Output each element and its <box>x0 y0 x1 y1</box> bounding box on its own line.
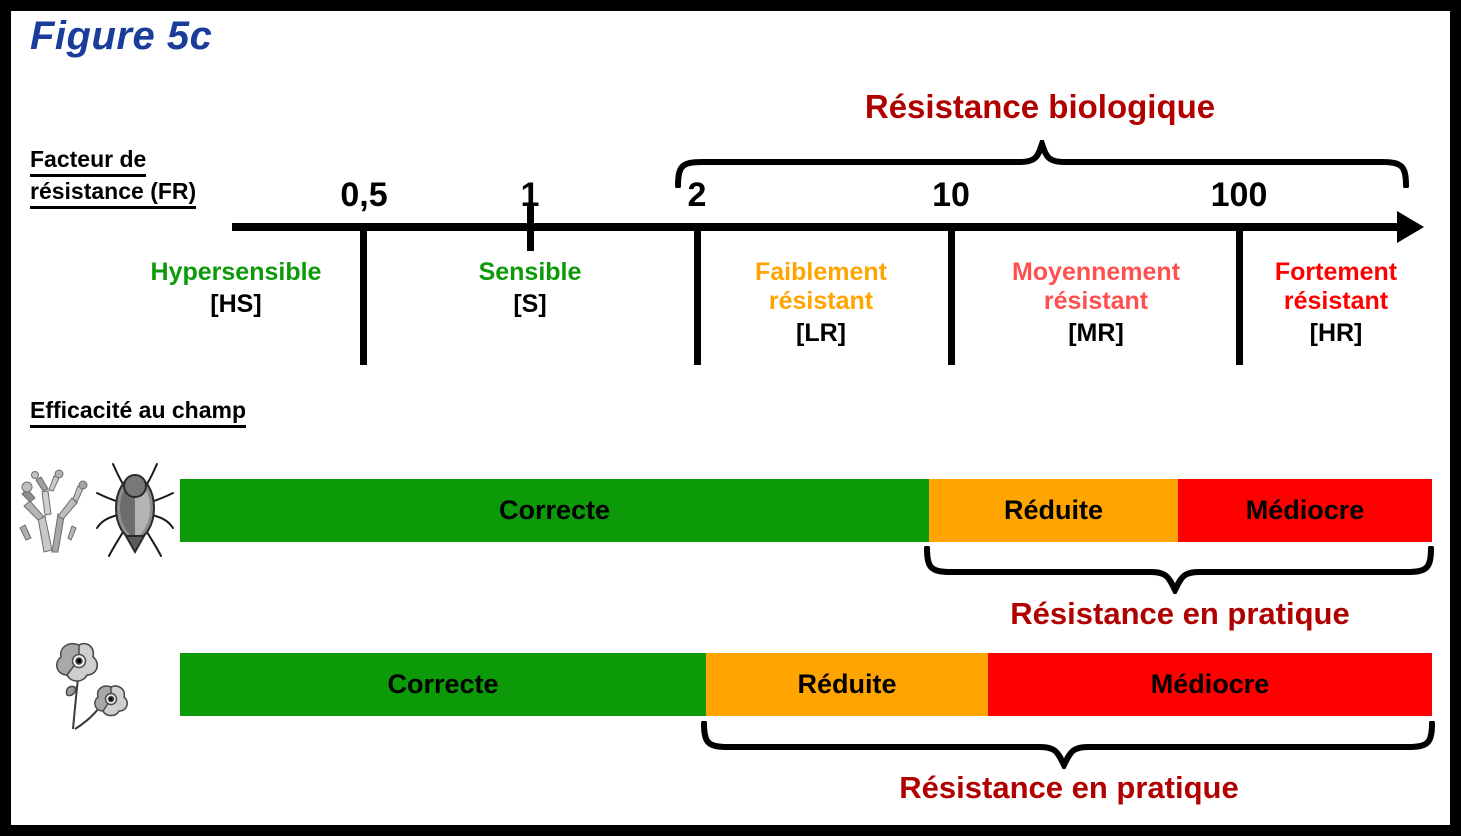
efficacy-segment-mediocre-2: Médiocre <box>988 653 1432 716</box>
fr-axis-line <box>232 223 1418 231</box>
category-sensible-name: Sensible <box>478 258 582 286</box>
practice-resistance-label-bottom: Résistance en pratique <box>899 770 1239 805</box>
efficacy-segment-reduite-2: Réduite <box>706 653 988 716</box>
practice-resistance-label-top: Résistance en pratique <box>1010 596 1350 631</box>
category-sensible-code: [S] <box>513 290 547 318</box>
fungus-icon <box>14 468 94 558</box>
axis-tick-label-0.5: 0,5 <box>340 176 388 214</box>
resistance-factor-label: Facteur de résistance (FR) <box>30 145 197 209</box>
efficacy-segment-reduite-1: Réduite <box>929 479 1178 542</box>
category-hypersensible-name: Hypersensible <box>150 258 322 286</box>
category-faiblement-resistant-line1: Faiblement <box>755 258 887 286</box>
category-moyennement-resistant-code: [MR] <box>1068 319 1124 347</box>
field-efficacy-label: Efficacité au champ <box>30 396 247 428</box>
axis-tick-label-100: 100 <box>1210 176 1268 214</box>
biological-resistance-label: Résistance biologique <box>864 88 1216 125</box>
category-moyennement-resistant: Moyennement résistant [MR] <box>1012 258 1180 348</box>
efficacy-segment-correcte-1: Correcte <box>180 479 929 542</box>
efficacy-segment-mediocre-1: Médiocre <box>1178 479 1432 542</box>
axis-tick-line-2 <box>694 223 701 365</box>
category-fortement-resistant-line2: résistant <box>1283 287 1389 315</box>
field-efficacy-label-text: Efficacité au champ <box>30 396 247 428</box>
insect-icon <box>95 462 175 565</box>
axis-tick-label-10: 10 <box>932 176 970 214</box>
practice-resistance-brace-bottom <box>698 721 1444 769</box>
category-fortement-resistant-line1: Fortement <box>1274 258 1398 286</box>
efficacy-bar-row-2: Correcte Réduite Médiocre <box>180 653 1432 716</box>
category-moyennement-resistant-line2: résistant <box>1043 287 1149 315</box>
poppy-flower-icon <box>55 637 143 737</box>
category-faiblement-resistant: Faiblement résistant [LR] <box>755 258 887 348</box>
practice-resistance-brace-top <box>921 546 1443 594</box>
efficacy-bar-row-1: Correcte Réduite Médiocre <box>180 479 1432 542</box>
category-hypersensible: Hypersensible [HS] <box>151 258 322 319</box>
category-fortement-resistant: Fortement résistant [HR] <box>1275 258 1397 348</box>
category-faiblement-resistant-line2: résistant <box>768 287 874 315</box>
axis-tick-label-2: 2 <box>687 176 707 214</box>
resistance-factor-label-line1: Facteur de <box>30 145 147 177</box>
category-hypersensible-code: [HS] <box>210 290 262 318</box>
fr-axis-arrow-icon <box>1397 211 1424 243</box>
axis-tick-label-1: 1 <box>520 176 540 214</box>
category-sensible: Sensible [S] <box>479 258 582 319</box>
biological-resistance-brace <box>672 140 1412 188</box>
axis-tick-line-100 <box>1236 223 1243 365</box>
figure-title: Figure 5c <box>30 14 213 58</box>
axis-tick-line-0.5 <box>360 223 367 365</box>
category-moyennement-resistant-line1: Moyennement <box>1011 258 1181 286</box>
category-fortement-resistant-code: [HR] <box>1309 319 1363 347</box>
efficacy-segment-correcte-2: Correcte <box>180 653 706 716</box>
resistance-factor-label-line2: résistance (FR) <box>30 177 197 209</box>
axis-tick-line-10 <box>948 223 955 365</box>
axis-tick-line-1 <box>527 203 534 251</box>
category-faiblement-resistant-code: [LR] <box>796 319 846 347</box>
